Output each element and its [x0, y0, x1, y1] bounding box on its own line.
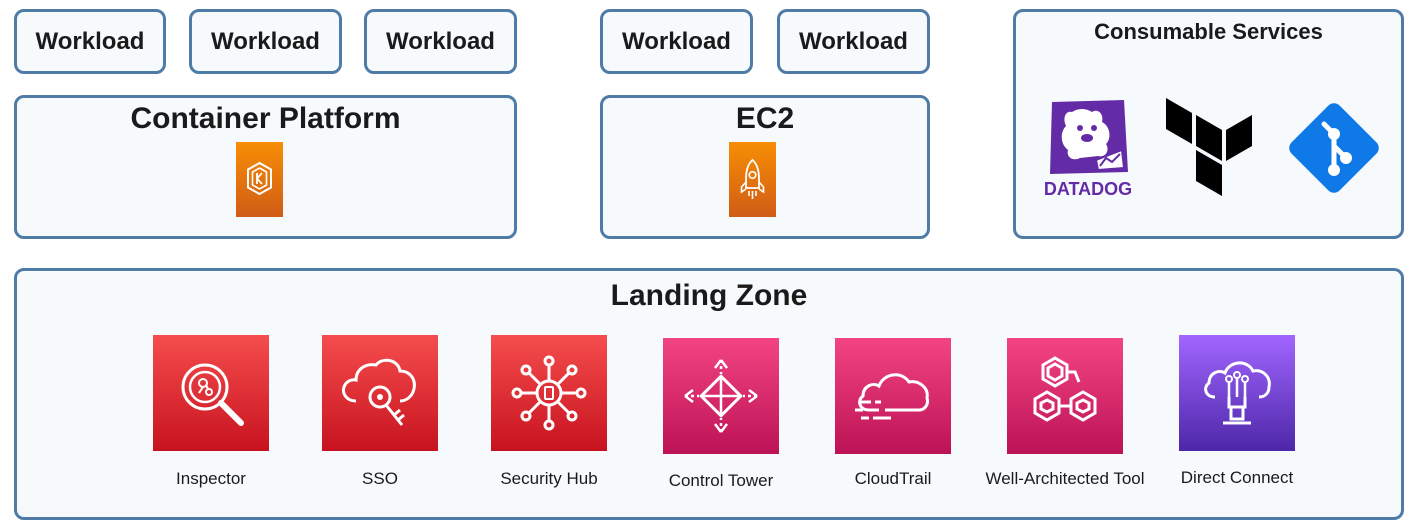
- landing-zone-title: Landing Zone: [610, 279, 808, 312]
- workload-label: Workload: [622, 27, 731, 55]
- datadog-logo: DATADOG: [1036, 98, 1140, 204]
- workload-box-1: Workload: [14, 9, 166, 74]
- consumable-services-box: Consumable Services DATADOG: [1013, 9, 1404, 239]
- inspector-icon: [153, 335, 269, 451]
- container-platform-title: Container Platform: [130, 102, 401, 135]
- workload-label: Workload: [799, 27, 908, 55]
- terraform-logo: [1166, 98, 1256, 198]
- control-tower-icon: [663, 338, 779, 454]
- landing-zone-box: Landing Zone Inspector SSO: [14, 268, 1404, 520]
- workload-box-3: Workload: [364, 9, 517, 74]
- container-platform-box: Container Platform: [14, 95, 517, 239]
- eks-icon: [236, 142, 283, 217]
- consumable-services-title: Consumable Services: [1094, 19, 1323, 44]
- workload-box-5: Workload: [777, 9, 930, 74]
- workload-label: Workload: [386, 27, 495, 55]
- well-architected-icon: [1007, 338, 1123, 454]
- security-hub-label: Security Hub: [500, 469, 598, 488]
- workload-label: Workload: [35, 27, 145, 55]
- control-tower-label: Control Tower: [668, 471, 774, 490]
- cloudtrail-label: CloudTrail: [854, 469, 932, 488]
- ec2-title: EC2: [735, 102, 795, 135]
- direct-connect-icon: [1179, 335, 1295, 451]
- ec2-rocket-icon: [729, 142, 776, 217]
- inspector-label: Inspector: [176, 469, 246, 488]
- workload-box-4: Workload: [600, 9, 753, 74]
- security-hub-icon: [491, 335, 607, 451]
- sso-icon: [322, 335, 438, 451]
- workload-label: Workload: [211, 27, 320, 55]
- direct-connect-label: Direct Connect: [1180, 468, 1294, 487]
- workload-box-2: Workload: [189, 9, 342, 74]
- git-logo: [1284, 98, 1384, 198]
- cloudtrail-icon: [835, 338, 951, 454]
- ec2-box: EC2: [600, 95, 930, 239]
- datadog-wordmark: DATADOG: [1043, 179, 1133, 199]
- sso-label: SSO: [362, 469, 398, 488]
- well-architected-label: Well-Architected Tool: [985, 469, 1145, 488]
